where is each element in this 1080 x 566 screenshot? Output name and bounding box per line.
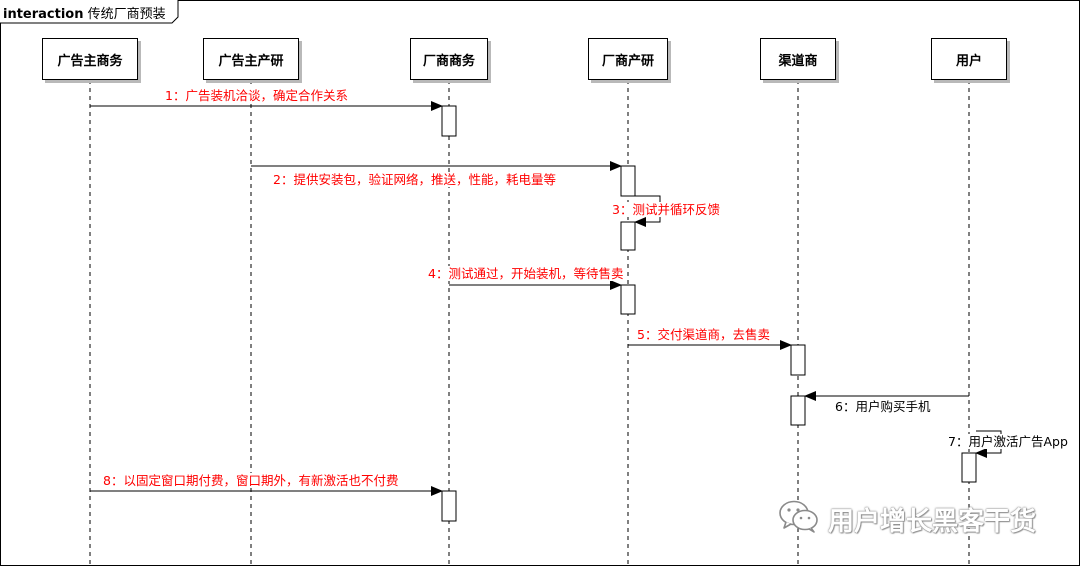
activation-bars (441, 105, 977, 522)
activation-p5-m5 (790, 344, 806, 376)
watermark-text: 用户增长黑客干货 (828, 506, 1037, 537)
message-label-m6: 6：用户购买手机 (834, 399, 932, 414)
participant-p1[interactable]: 广告主商务 (42, 38, 138, 80)
diagram-title: interaction 传统厂商预装 (3, 3, 166, 22)
message-label-m4: 4：测试通过，开始装机，等待售卖 (427, 266, 625, 281)
diagram-title-name: 传统厂商预装 (87, 7, 166, 22)
message-label-m1: 1：广告装机洽谈，确定合作关系 (164, 88, 349, 103)
watermark: 用户增长黑客干货 (778, 500, 1037, 537)
diagram-title-outline (0, 0, 179, 24)
diagram-title-tab: interaction 传统厂商预装 (0, 0, 178, 23)
participant-p3[interactable]: 厂商商务 (410, 38, 488, 80)
activation-p3-m8 (441, 490, 457, 522)
activation-p4-m2 (620, 165, 636, 197)
activation-p4-m3 (620, 221, 636, 251)
message-label-m3: 3：测试并循环反馈 (611, 202, 721, 217)
message-label-m8: 8：以固定窗口期付费，窗口期外，有新激活也不付费 (102, 473, 400, 488)
participant-p4[interactable]: 厂商产研 (588, 38, 668, 80)
diagram-title-keyword: interaction (3, 7, 84, 22)
lifelines (89, 80, 970, 566)
participant-p5[interactable]: 渠道商 (760, 38, 836, 80)
message-label-m2: 2：提供安装包，验证网络，推送，性能，耗电量等 (272, 172, 557, 187)
activation-p3-m1 (441, 105, 457, 137)
activation-p5-m6 (790, 395, 806, 426)
message-label-m7: 7：用户激活广告App (947, 434, 1069, 449)
wechat-icon (778, 499, 820, 540)
message-arrows (90, 101, 1002, 496)
participant-p6[interactable]: 用户 (931, 38, 1007, 80)
activation-p4-m4 (620, 284, 636, 315)
participant-p2[interactable]: 广告主产研 (203, 38, 299, 80)
message-label-m5: 5：交付渠道商，去售卖 (636, 327, 771, 342)
activation-p6-m7 (961, 452, 977, 483)
